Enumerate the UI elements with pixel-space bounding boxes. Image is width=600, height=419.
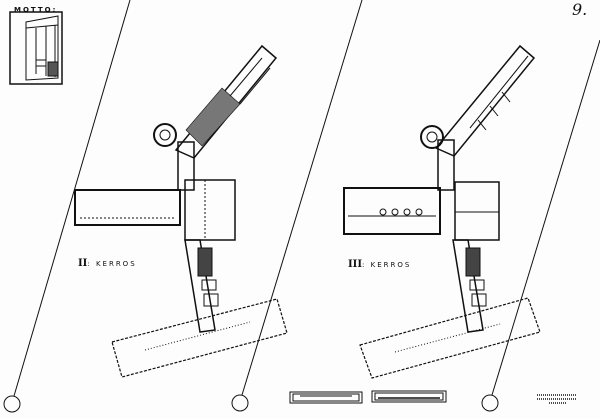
sheet-number: 9. — [572, 0, 588, 19]
motto-sketch — [9, 11, 63, 85]
scale-bar — [371, 390, 447, 403]
boundary-marker — [481, 394, 499, 412]
floor-numeral: II — [78, 258, 88, 269]
boundary-line — [241, 0, 363, 396]
boundary-marker — [3, 395, 21, 413]
plan-floor-2 — [74, 44, 288, 378]
scale-bar — [289, 391, 363, 404]
plan-floor-3 — [343, 44, 541, 379]
floor-word: : KERROS — [87, 260, 137, 268]
boundary-marker — [231, 394, 249, 412]
floor-3-label: III: KERROS — [348, 259, 411, 270]
motto-label: MOTTO: — [14, 6, 58, 14]
floor-2-label: II: KERROS — [78, 258, 137, 269]
boundary-line — [491, 39, 600, 396]
floor-word: : KERROS — [362, 261, 412, 269]
boundary-line — [13, 0, 131, 397]
title-block — [537, 394, 576, 404]
floor-numeral: III — [348, 259, 363, 270]
